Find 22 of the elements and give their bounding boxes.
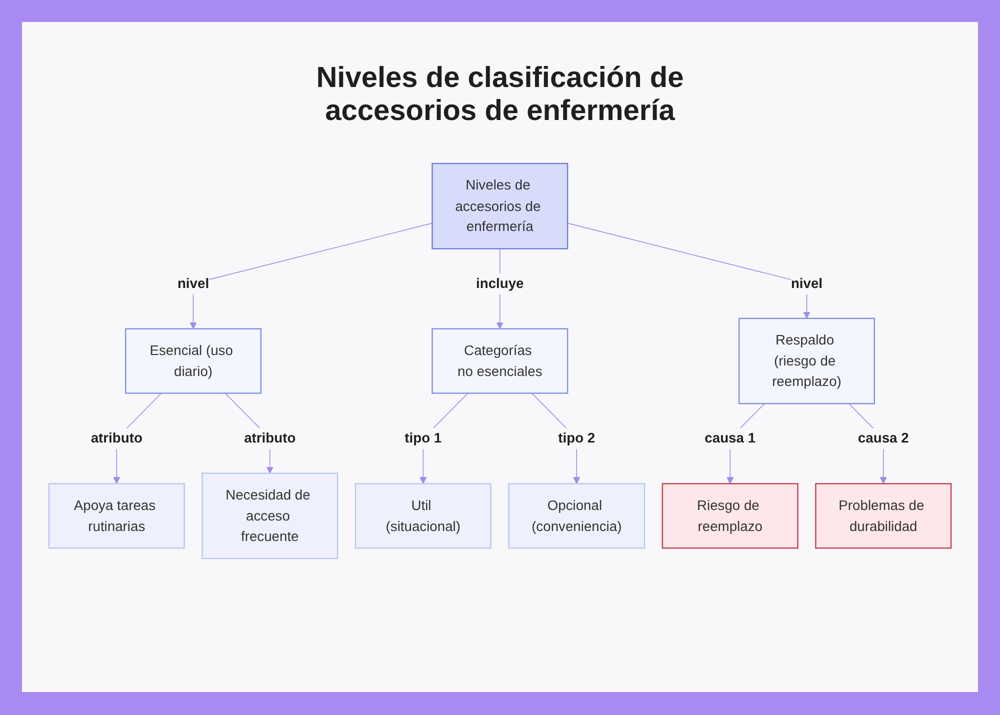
node-box: Util (situacional): [354, 483, 492, 549]
node-box: Respaldo (riesgo de reemplazo): [738, 318, 876, 404]
edge-label: tipo 2: [558, 430, 596, 446]
edge-label: causa 2: [858, 430, 909, 446]
node-box: Necesidad de acceso frecuente: [202, 472, 338, 560]
node-box: Problemas de durabilidad: [815, 483, 952, 549]
edge-label: tipo 1: [404, 430, 442, 446]
edge-label: incluye: [476, 276, 524, 292]
node-box: Apoya tareas rutinarias: [48, 483, 185, 549]
edge-label: atributo: [90, 430, 142, 446]
edge-label: nivel: [790, 276, 823, 292]
arrow: [190, 222, 433, 330]
edge-label: nivel: [177, 276, 210, 292]
edge-label: causa 1: [704, 430, 756, 446]
edge-label: atributo: [244, 430, 296, 446]
node-box: Categorías no esenciales: [432, 328, 568, 394]
node-box: Niveles de accesorios de enfermería: [432, 162, 568, 250]
node-box: Riesgo de reemplazo: [662, 483, 798, 549]
node-box: Esencial (uso diario): [124, 328, 262, 394]
diagram-title: Niveles de clasificación de accesorios de enfermería: [315, 62, 685, 129]
arrow: [567, 222, 810, 319]
node-box: Opcional (conveniencia): [508, 483, 646, 549]
